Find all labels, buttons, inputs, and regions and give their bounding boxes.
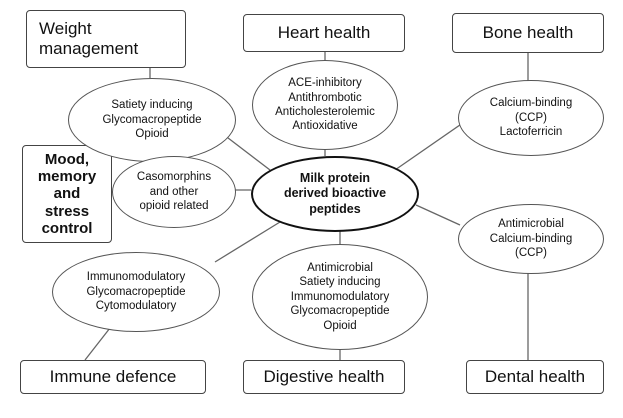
category-weight-management: Weight management	[26, 10, 186, 68]
peptides-digestive-line-3: Immunomodulatory	[290, 290, 390, 303]
connector-center-dental	[415, 204, 461, 226]
peptides-weight-line-2: Glycomacropeptide	[102, 113, 202, 126]
peptides-heart-line-2: Antithrombotic	[288, 91, 362, 104]
category-mood-line-4: stress	[44, 202, 90, 220]
category-mood-line-5: control	[41, 219, 93, 237]
peptides-heart-health: ACE-inhibitory Antithrombotic Anticholes…	[252, 60, 398, 150]
peptides-digestive-health: Antimicrobial Satiety inducing Immunomod…	[252, 244, 428, 350]
category-dental-health: Dental health	[466, 360, 604, 394]
peptides-mood-line-1: Casomorphins	[136, 171, 212, 184]
peptides-immune-line-3: Cytomodulatory	[95, 300, 177, 313]
peptides-weight-line-1: Satiety inducing	[111, 99, 193, 112]
peptides-dental-health: Antimicrobial Calcium-binding (CCP)	[458, 204, 604, 274]
category-immune-defence-label: Immune defence	[49, 366, 177, 386]
category-immune-defence: Immune defence	[20, 360, 206, 394]
peptides-weight-management: Satiety inducing Glycomacropeptide Opioi…	[68, 78, 236, 162]
category-weight-management-line-1: Weight	[39, 18, 92, 38]
peptides-immune-defence: Immunomodulatory Glycomacropeptide Cytom…	[52, 252, 220, 332]
peptides-bone-line-3: Lactoferricin	[499, 126, 563, 139]
category-weight-management-line-2: management	[39, 39, 139, 58]
peptides-bone-health: Calcium-binding (CCP) Lactoferricin	[458, 80, 604, 156]
central-milk-protein-peptides: Milk protein derived bioactive peptides	[251, 156, 419, 232]
peptides-digestive-line-4: Glycomacropeptide	[290, 305, 390, 318]
category-dental-health-label: Dental health	[484, 366, 586, 386]
category-digestive-health-label: Digestive health	[263, 366, 385, 386]
category-mood-line-3: and	[53, 185, 81, 203]
peptides-digestive-line-5: Opioid	[323, 319, 357, 332]
category-mood-line-2: memory	[37, 168, 97, 186]
peptides-heart-line-4: Antioxidative	[292, 120, 358, 133]
peptides-dental-line-1: Antimicrobial	[498, 218, 564, 231]
center-line-1: Milk protein	[299, 170, 371, 185]
category-mood-memory-stress: Mood, memory and stress control	[22, 145, 112, 243]
peptides-mood: Casomorphins and other opioid related	[112, 156, 236, 228]
peptides-immune-line-2: Glycomacropeptide	[86, 285, 186, 298]
category-bone-health-label: Bone health	[482, 22, 574, 42]
peptides-weight-line-3: Opioid	[135, 128, 169, 141]
connector-center-immune	[214, 221, 281, 263]
category-mood-line-1: Mood,	[44, 150, 90, 168]
category-heart-health: Heart health	[243, 14, 405, 52]
peptides-heart-line-1: ACE-inhibitory	[288, 77, 362, 90]
peptides-immune-line-1: Immunomodulatory	[86, 271, 186, 284]
peptides-bone-line-2: (CCP)	[515, 111, 547, 124]
peptides-mood-line-2: and other	[149, 185, 199, 198]
center-line-3: peptides	[309, 201, 361, 216]
peptides-bone-line-1: Calcium-binding	[489, 97, 573, 110]
category-digestive-health: Digestive health	[243, 360, 405, 394]
peptides-mood-line-3: opioid related	[139, 200, 209, 213]
peptides-dental-line-3: (CCP)	[515, 247, 547, 260]
category-bone-health: Bone health	[452, 13, 604, 53]
peptides-digestive-line-1: Antimicrobial	[307, 262, 373, 275]
connector-immune-box	[84, 327, 111, 361]
center-line-2: derived bioactive	[283, 186, 387, 201]
peptides-digestive-line-2: Satiety inducing	[299, 276, 381, 289]
category-heart-health-label: Heart health	[277, 22, 371, 42]
connector-center-bone	[394, 117, 471, 171]
peptides-dental-line-2: Calcium-binding	[489, 232, 573, 245]
peptides-heart-line-3: Anticholesterolemic	[275, 106, 375, 118]
